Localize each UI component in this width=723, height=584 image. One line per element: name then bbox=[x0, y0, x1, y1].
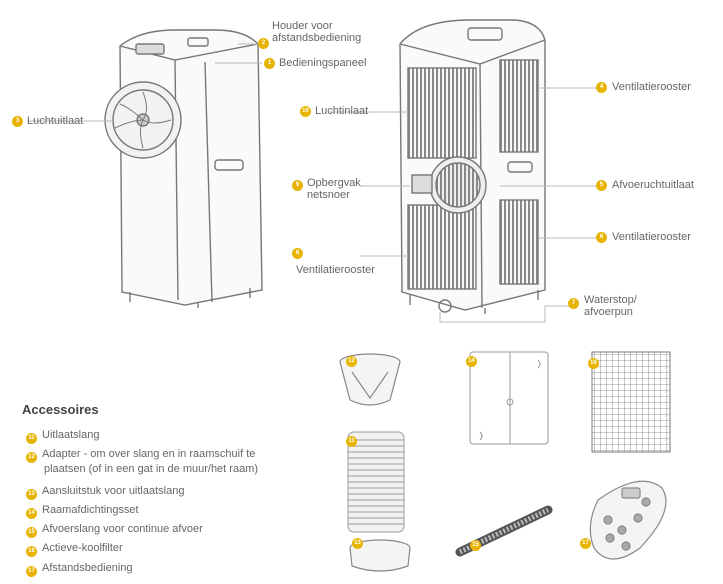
label-vent-grille-6: Ventilatierooster bbox=[612, 231, 691, 243]
callout-badge-5: 5 bbox=[596, 180, 607, 191]
accessory-badge-16: 16 bbox=[588, 358, 599, 369]
accessories-title: Accessoires bbox=[22, 402, 99, 417]
label-exhaust-outlet: Afvoeruchtuitlaat bbox=[612, 179, 694, 191]
callout-badge-3: 3 bbox=[12, 116, 23, 127]
label-vent-grille-4: Ventilatierooster bbox=[612, 81, 691, 93]
accessory-badge-12: 12 bbox=[346, 356, 357, 367]
accessory-badge-11: 11 bbox=[346, 436, 357, 447]
label-water-plug: Waterstop/afvoerpun bbox=[584, 294, 637, 318]
label-vent-grille-8: Ventilatierooster bbox=[296, 264, 375, 276]
label-air-outlet: Luchtuitlaat bbox=[27, 115, 84, 127]
accessory-badge-17: 17 bbox=[580, 538, 591, 549]
accessory-badge-15: 15 bbox=[470, 540, 481, 551]
callout-badge-2: 2 bbox=[258, 38, 269, 49]
back-unit bbox=[399, 19, 546, 314]
remote-illustration bbox=[589, 480, 667, 560]
callout-badge-8: 8 bbox=[292, 248, 303, 259]
callout-badge-1: 1 bbox=[264, 58, 275, 69]
accessory-badge-14: 14 bbox=[466, 356, 477, 367]
accessory-item-12-line2: plaatsen (of in een gat in de muur/het r… bbox=[44, 463, 259, 475]
callout-badge-10: 10 bbox=[300, 106, 311, 117]
label-control-panel: Bedieningspaneel bbox=[279, 57, 367, 69]
callout-badge-4: 4 bbox=[596, 82, 607, 93]
window-seal-illustration bbox=[469, 351, 549, 445]
callout-lines bbox=[27, 43, 599, 323]
callout-badge-9: 9 bbox=[292, 180, 303, 191]
callout-badge-6: 6 bbox=[596, 232, 607, 243]
connector-illustration bbox=[349, 539, 411, 572]
accessory-badge-13: 13 bbox=[352, 538, 363, 549]
carbon-filter-illustration bbox=[591, 351, 671, 453]
label-air-inlet: Luchtinlaat bbox=[315, 105, 369, 117]
front-unit bbox=[104, 29, 263, 308]
hose-illustration bbox=[347, 431, 405, 533]
callout-badge-7: 7 bbox=[568, 298, 579, 309]
